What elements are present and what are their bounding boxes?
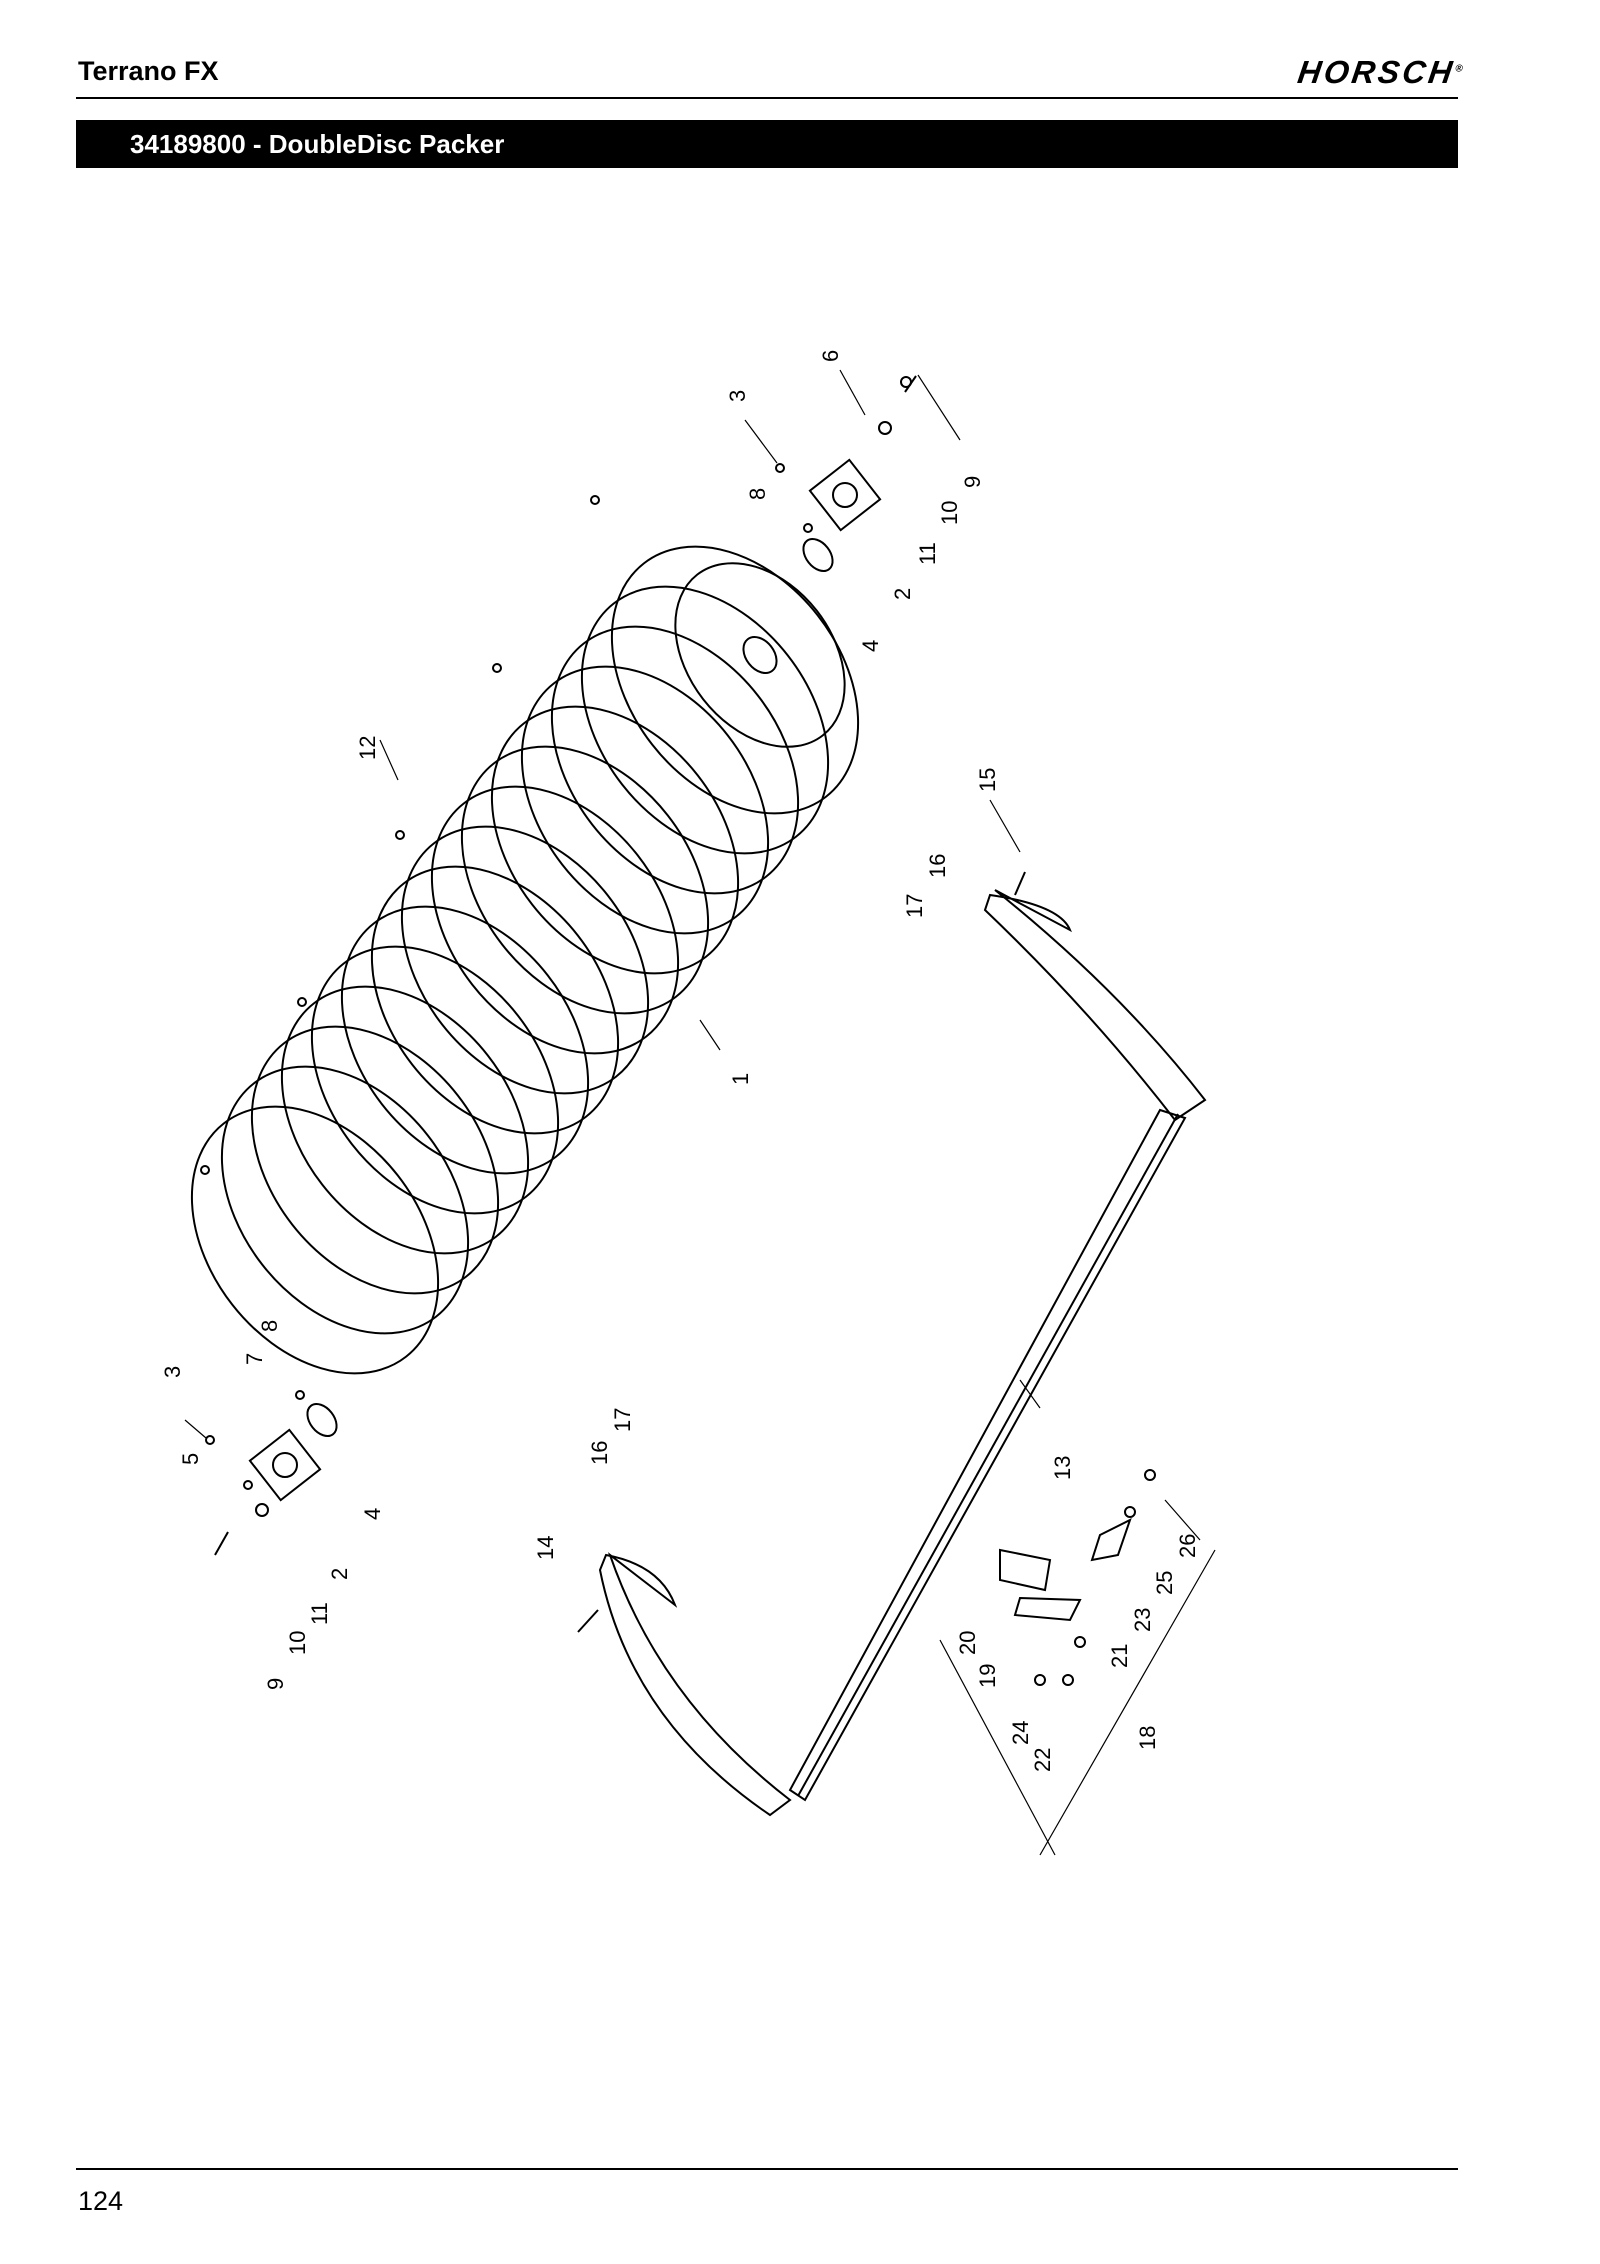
callout-23: 23 — [1130, 1608, 1155, 1632]
callout-16: 16 — [587, 1441, 612, 1465]
callout-24: 24 — [1008, 1721, 1033, 1745]
callout-9: 9 — [263, 1678, 288, 1690]
callout-17: 17 — [902, 894, 927, 918]
callout-19: 19 — [975, 1664, 1000, 1688]
section-title: 34189800 - DoubleDisc Packer — [76, 120, 1458, 168]
callout-26: 26 — [1175, 1534, 1200, 1558]
callout-15: 15 — [975, 768, 1000, 792]
callout-20: 20 — [955, 1631, 980, 1655]
callout-17: 17 — [610, 1408, 635, 1432]
callout-2: 2 — [890, 588, 915, 600]
callout-7: 7 — [242, 1353, 267, 1365]
page-number: 124 — [78, 2186, 124, 2216]
callout-13: 13 — [1050, 1456, 1075, 1480]
callout-3: 3 — [160, 1366, 185, 1378]
callout-25: 25 — [1152, 1571, 1177, 1595]
callout-4: 4 — [858, 640, 883, 652]
callout-12: 12 — [355, 736, 380, 760]
callout-8: 8 — [257, 1320, 282, 1332]
callout-14: 14 — [533, 1536, 558, 1560]
callout-9: 9 — [960, 476, 985, 488]
document-title: Terrano FX — [78, 56, 219, 86]
header-rule — [76, 97, 1458, 99]
callout-6: 6 — [818, 350, 843, 362]
callout-11: 11 — [915, 542, 940, 565]
callout-11: 11 — [307, 1602, 332, 1625]
exploded-parts-diagram: 1 2 2 3 3 4 4 5 6 7 8 8 9 9 10 10 11 11 … — [160, 350, 1216, 1856]
brand-logo: HORSCH® — [1295, 54, 1464, 90]
callout-1: 1 — [728, 1073, 753, 1085]
callout-3: 3 — [725, 390, 750, 402]
callout-4: 4 — [360, 1508, 385, 1520]
callout-16: 16 — [925, 854, 950, 878]
callout-8: 8 — [745, 488, 770, 500]
callout-2: 2 — [327, 1568, 352, 1580]
callout-22: 22 — [1030, 1748, 1055, 1772]
callout-labels: 1 2 2 3 3 4 4 5 6 7 8 8 9 9 10 10 11 11 … — [160, 350, 1200, 1772]
callout-5: 5 — [178, 1453, 203, 1465]
disc-stack — [190, 545, 860, 1375]
callout-10: 10 — [937, 501, 962, 525]
callout-21: 21 — [1107, 1644, 1132, 1668]
callout-10: 10 — [285, 1631, 310, 1655]
callout-18: 18 — [1135, 1726, 1160, 1750]
footer-rule — [76, 2168, 1458, 2170]
